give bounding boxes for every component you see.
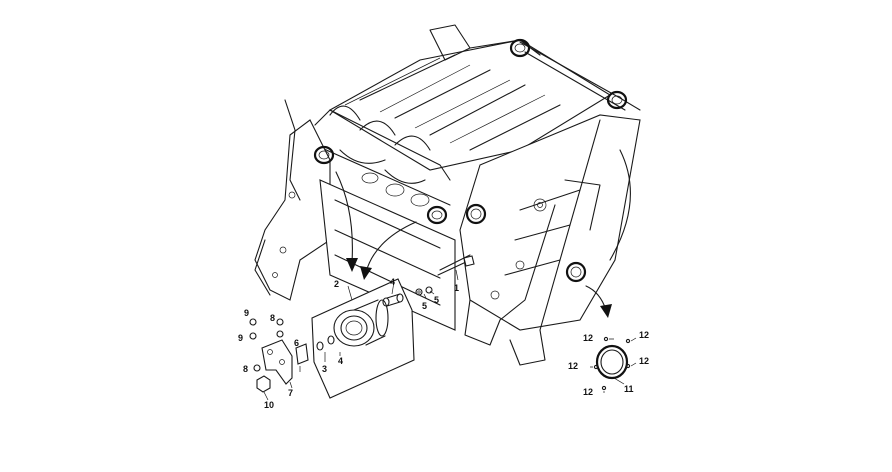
bracket-assembly xyxy=(249,318,309,393)
bearing-detail-box xyxy=(311,278,415,399)
callout-8-upper: 8 xyxy=(270,313,275,323)
leader-lines xyxy=(263,269,459,401)
callout-6: 6 xyxy=(294,338,299,348)
ring-seal-detail xyxy=(590,336,637,393)
callout-7: 7 xyxy=(288,388,293,398)
long-bolt-assembly xyxy=(415,255,475,296)
callout-5-left: 5 xyxy=(422,301,427,311)
callout-1: 1 xyxy=(454,283,459,293)
callout-10: 10 xyxy=(264,400,274,410)
detail-arrows xyxy=(335,171,612,318)
callout-9-upper: 9 xyxy=(244,308,249,318)
callout-11: 11 xyxy=(624,384,634,394)
baler-frame-assembly xyxy=(254,24,641,366)
callout-12-d: 12 xyxy=(568,361,578,371)
callouts: 1 2 3 4 4 5 5 6 7 8 8 9 9 10 11 12 12 12… xyxy=(238,277,649,410)
callout-9-lower: 9 xyxy=(238,333,243,343)
callout-4-upper: 4 xyxy=(390,277,395,287)
callout-12-b: 12 xyxy=(639,330,649,340)
callout-4-lower: 4 xyxy=(338,356,343,366)
callout-12-c: 12 xyxy=(639,356,649,366)
callout-8-lower: 8 xyxy=(243,364,248,374)
callout-5-right: 5 xyxy=(434,295,439,305)
callout-12-e: 12 xyxy=(583,387,593,397)
callout-3: 3 xyxy=(322,364,327,374)
callout-2: 2 xyxy=(334,279,339,289)
callout-12-a: 12 xyxy=(583,333,593,343)
